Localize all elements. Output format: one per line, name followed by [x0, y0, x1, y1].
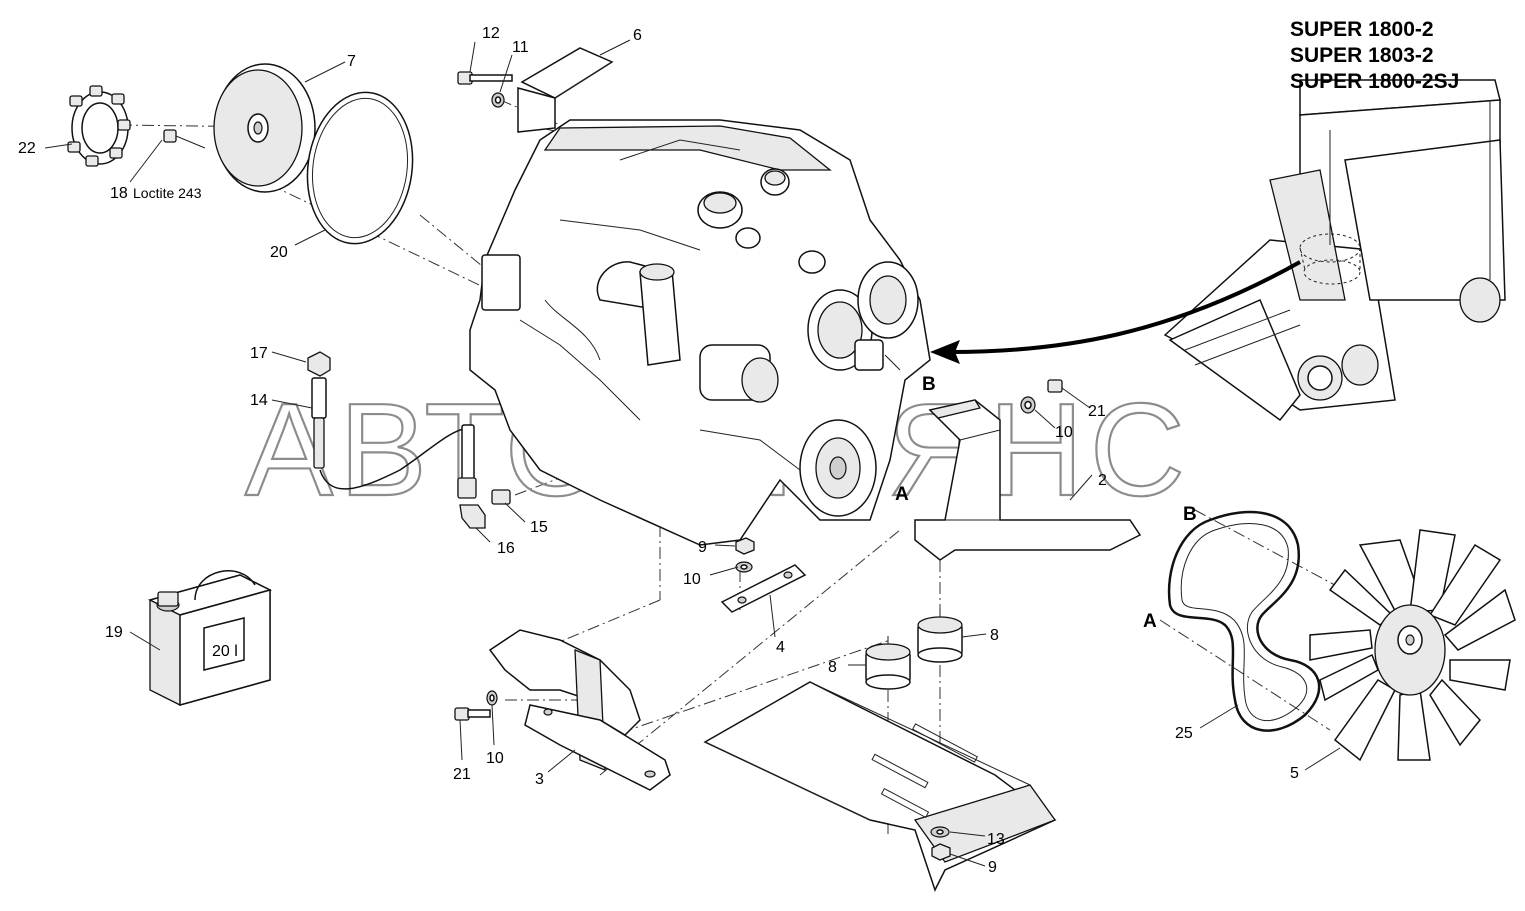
callout-9-upper: 9: [698, 539, 707, 556]
marker-a-belt: A: [1143, 611, 1157, 632]
marker-a-engine: A: [895, 484, 909, 505]
nut-9-upper: [735, 537, 755, 555]
callout-3: 3: [535, 771, 544, 788]
fan-5: [1309, 529, 1516, 762]
hose-end-fitting: [457, 424, 477, 499]
rubber-mount-8-left: [865, 636, 911, 690]
callout-4: 4: [776, 639, 785, 656]
fitting-14: [311, 377, 327, 469]
model-title-3: SUPER 1800-2SJ: [1290, 70, 1459, 93]
view-arrow: [930, 260, 1301, 364]
callout-10-lower: 10: [486, 750, 504, 767]
callout-11: 11: [512, 39, 529, 56]
callout-15: 15: [530, 519, 548, 536]
callout-18: 18: [110, 185, 128, 202]
marker-b-engine: B: [922, 374, 936, 395]
callout-10-middle: 10: [683, 571, 701, 588]
rubber-mount-8-right: [917, 608, 963, 663]
callout-20: 20: [270, 244, 288, 261]
bolt-18: [163, 129, 206, 149]
callout-16: 16: [497, 540, 515, 557]
plug-17: [307, 351, 331, 377]
leader-lines: [44, 39, 1341, 867]
flywheel-plate-7: [213, 63, 316, 193]
view-markers: B A B A: [895, 374, 1197, 632]
adapter-15: [491, 489, 511, 505]
canister-19: 20 l: [147, 570, 273, 706]
drain-hose: [319, 427, 469, 490]
nut-9-lower: [931, 843, 951, 861]
callout-12: 12: [482, 25, 500, 42]
callout-2: 2: [1098, 472, 1107, 489]
elbow-16: [459, 504, 486, 529]
plate-4: [720, 564, 807, 613]
model-title-2: SUPER 1803-2: [1290, 44, 1434, 67]
callout-17: 17: [250, 345, 268, 362]
gasket-20: [306, 91, 414, 245]
bracket-2: [914, 399, 1142, 561]
drive-belt-25: [1167, 510, 1321, 732]
callout-6: 6: [633, 27, 642, 44]
bolt-21-lower: [454, 707, 491, 721]
engine-assembly: [469, 119, 931, 546]
callout-25: 25: [1175, 725, 1193, 742]
bolt-21-upper: [1047, 379, 1063, 393]
callout-13: 13: [987, 831, 1005, 848]
callout-10-upper: 10: [1055, 424, 1073, 441]
callout-5: 5: [1290, 765, 1299, 782]
washer-13: [930, 826, 950, 838]
bracket-3: [488, 629, 671, 791]
callout-9-lower: 9: [988, 859, 997, 876]
callout-19: 19: [105, 624, 123, 641]
bracket-6: [517, 47, 614, 133]
washer-11: [491, 92, 505, 108]
base-plate: [703, 681, 1057, 892]
callout-21-lower: 21: [453, 766, 471, 783]
washer-10-upper: [1020, 396, 1036, 414]
model-title-1: SUPER 1800-2: [1290, 18, 1434, 41]
callouts: 12 11 6 7 22 18 Loctite 243 20 17 14 15 …: [18, 25, 1299, 876]
paver-machine: [1163, 79, 1506, 422]
coupling-22: [67, 85, 131, 167]
callout-14: 14: [250, 392, 268, 409]
callout-18-note: Loctite 243: [133, 185, 202, 201]
callout-21-upper: 21: [1088, 403, 1106, 420]
callout-8-right: 8: [990, 627, 999, 644]
washer-10-lower: [486, 690, 498, 706]
canister-label: 20 l: [212, 643, 238, 660]
marker-b-belt: B: [1183, 504, 1197, 525]
washer-10-middle: [735, 561, 753, 573]
callout-8-left: 8: [828, 659, 837, 676]
model-list: SUPER 1800-2 SUPER 1803-2 SUPER 1800-2SJ: [1290, 18, 1459, 93]
callout-22: 22: [18, 140, 36, 157]
bolt-12: [457, 71, 513, 85]
callout-7: 7: [347, 53, 356, 70]
